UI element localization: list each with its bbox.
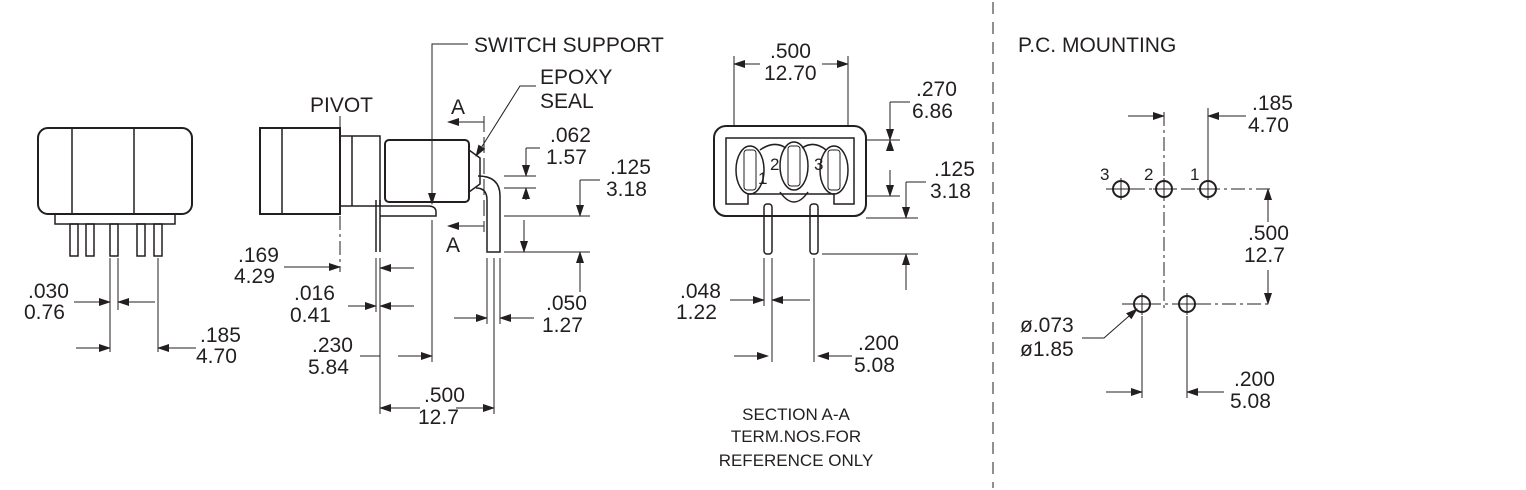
dim-185-front-mm: 4.70 (196, 345, 237, 368)
pc-mounting-title: P.C. MOUNTING (1018, 34, 1176, 57)
side-actuator (259, 127, 341, 215)
section-view: 2 3 1 .500 12.70 .270 6.86 .125 3.18 (676, 40, 975, 470)
dim-185-front-inch: .185 (200, 324, 241, 347)
dim-200-sec-inch: .200 (858, 332, 899, 355)
switch-support-label: SWITCH SUPPORT (474, 34, 664, 57)
section-terminal-2: 2 (770, 155, 779, 174)
front-body (37, 127, 193, 215)
dim-073-inch: ø.073 (1020, 314, 1074, 337)
dim-073-mm: ø1.85 (1020, 338, 1074, 361)
dim-030-inch: .030 (28, 280, 69, 303)
pc-terminal-3: 3 (1100, 165, 1109, 184)
dim-125-side-mm: 3.18 (606, 178, 647, 201)
dim-050-inch: .050 (546, 292, 587, 315)
front-view: .030 0.76 .185 4.70 (24, 127, 241, 368)
dim-048-mm: 1.22 (676, 301, 717, 324)
section-contacts (735, 141, 849, 203)
section-caption-2: TERM.NOS.FOR (731, 427, 861, 446)
dim-230-mm: 5.84 (308, 356, 349, 379)
section-outer (713, 125, 867, 217)
dim-016-mm: 0.41 (290, 304, 331, 327)
section-terminal-1: 1 (758, 169, 767, 188)
side-housing (384, 139, 470, 203)
dim-230-inch: .230 (312, 334, 353, 357)
section-leg-right (809, 203, 819, 255)
dim-500-pc-inch: .500 (1248, 222, 1289, 245)
dim-125-sec-inch: .125 (934, 158, 975, 181)
seal-label: SEAL (540, 90, 594, 113)
dim-500-side-inch: .500 (424, 384, 465, 407)
dim-200-pc-inch: .200 (1234, 368, 1275, 391)
dim-050-mm: 1.27 (542, 314, 583, 337)
pc-terminal-2: 2 (1144, 165, 1153, 184)
dim-500-side-mm: 12.7 (418, 406, 459, 429)
section-a-top-label: A (451, 96, 465, 119)
dim-270-mm: 6.86 (912, 100, 953, 123)
section-a-bottom-label: A (446, 234, 460, 257)
epoxy-label: EPOXY (540, 66, 612, 89)
dim-270-inch: .270 (916, 78, 957, 101)
dim-062-inch: .062 (550, 124, 591, 147)
dim-500-top-inch: .500 (770, 40, 811, 63)
pc-terminal-1: 1 (1190, 165, 1199, 184)
dim-030-mm: 0.76 (24, 301, 65, 324)
dim-200-sec-mm: 5.08 (854, 354, 895, 377)
dim-062-mm: 1.57 (546, 146, 587, 169)
pc-mounting-view: P.C. MOUNTING 3 2 1 .185 4.70 .500 (1018, 34, 1293, 413)
dim-016-inch: .016 (294, 282, 335, 305)
dim-185-pc-mm: 4.70 (1248, 114, 1289, 137)
side-bushing (339, 135, 381, 207)
dim-048-inch: .048 (680, 280, 721, 303)
dim-200-pc-mm: 5.08 (1230, 390, 1271, 413)
section-caption-1: SECTION A-A (742, 405, 850, 424)
section-terminal-3: 3 (814, 155, 823, 174)
dim-125-sec-mm: 3.18 (930, 180, 971, 203)
dim-169-mm: 4.29 (234, 265, 275, 288)
side-view: A A SWITCH SUPPORT EPOXY SEAL PIVOT .169… (234, 34, 664, 429)
epoxy-seal (468, 149, 481, 193)
pc-holes (1110, 178, 1219, 315)
side-terminal (475, 175, 501, 253)
section-leg-left (763, 203, 773, 255)
dim-500-top-mm: 12.70 (764, 62, 817, 85)
dim-500-pc-mm: 12.7 (1244, 244, 1285, 267)
section-caption-3: REFERENCE ONLY (719, 451, 874, 470)
dim-125-side-inch: .125 (610, 156, 651, 179)
front-base (54, 213, 176, 225)
front-pins (69, 223, 163, 257)
pivot-label: PIVOT (310, 94, 373, 117)
dim-185-pc-inch: .185 (1252, 92, 1293, 115)
dim-169-inch: .169 (238, 244, 279, 267)
